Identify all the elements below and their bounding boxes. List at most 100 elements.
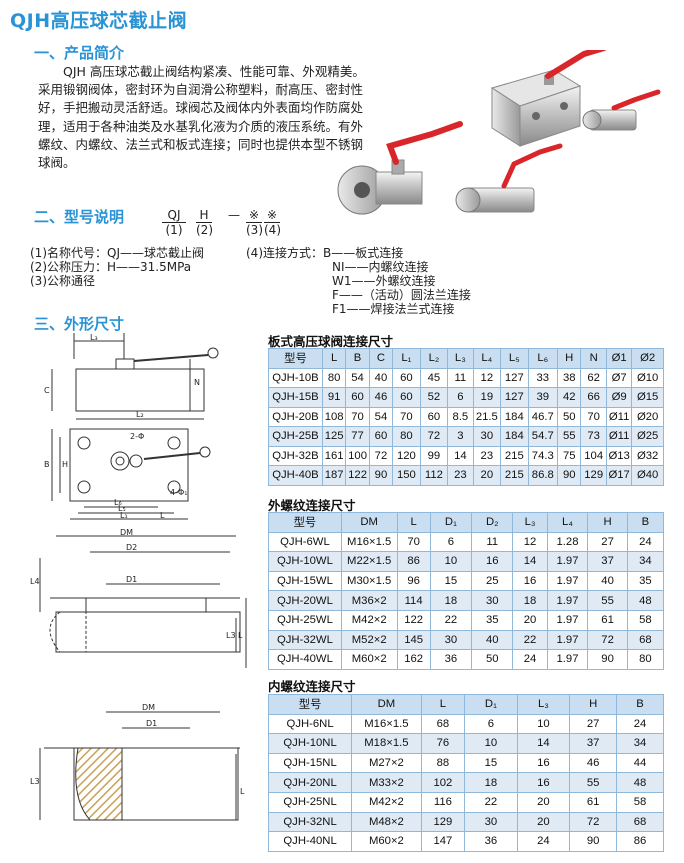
table-cell: 14	[512, 551, 548, 572]
table-cell: 129	[420, 811, 466, 833]
spec-item: F——（活动）圆法兰连接	[332, 288, 471, 302]
table-cell: 23	[472, 445, 502, 466]
section-heading-intro: 一、产品简介	[34, 44, 125, 62]
table-cell: M36×2	[340, 590, 398, 611]
table-cell: 39	[527, 387, 559, 408]
table-cell: 48	[626, 590, 665, 611]
table-cell: 125	[321, 426, 347, 447]
dim-label: N	[194, 378, 200, 387]
column-header: 型号	[268, 512, 342, 533]
table-cell: 37	[587, 551, 628, 572]
table-cell: 61	[569, 791, 618, 813]
table-cell: QJH-25NL	[267, 791, 353, 813]
table-cell: 150	[392, 465, 421, 486]
table-cell: 18	[512, 590, 548, 611]
spec-item: F1——焊接法兰式连接	[332, 302, 455, 316]
table-cell: Ø9	[605, 387, 633, 408]
table-cell: M16×1.5	[340, 531, 398, 553]
table-cell: 35	[626, 570, 665, 592]
table-cell: 86	[396, 551, 431, 572]
code-part-4: ※ (4)	[264, 208, 281, 237]
table-cell: 16	[471, 551, 514, 572]
table-cell: 38	[557, 367, 582, 388]
table-cell: 11	[471, 531, 514, 553]
table-cell: 12	[512, 531, 548, 553]
column-header: L₅	[500, 348, 529, 369]
table-cell: 34	[616, 733, 664, 754]
column-header: L₃	[516, 694, 571, 715]
table-cell: 15	[429, 570, 473, 592]
table-cell: 23	[447, 465, 474, 486]
dim-label: L₅	[118, 504, 126, 513]
table3-title: 内螺纹连接尺寸	[268, 679, 356, 694]
dim-label: D1	[126, 575, 137, 584]
table-cell: QJH-40NL	[267, 831, 353, 852]
table-cell: QJH-20B	[268, 406, 323, 427]
table-cell: 1.28	[546, 531, 589, 553]
column-header: D₁	[429, 512, 473, 533]
table-cell: 112	[419, 465, 449, 486]
dim-label: B	[44, 460, 50, 469]
table-cell: QJH-6WL	[268, 531, 342, 553]
column-header: H	[557, 348, 582, 369]
table-cell: 72	[419, 426, 449, 447]
table-cell: M60×2	[351, 831, 422, 852]
table-cell: Ø15	[631, 387, 664, 408]
table-cell: 48	[616, 772, 664, 793]
table-cell: 20	[512, 609, 548, 631]
table-cell: 74.3	[527, 445, 559, 466]
table-cell: 70	[580, 406, 607, 427]
table-cell: QJH-20NL	[267, 772, 353, 793]
table-cell: 40	[368, 367, 394, 388]
section-heading-model: 二、型号说明	[34, 208, 125, 226]
table-cell: 24	[512, 649, 548, 670]
internal-thread-drawing: DM D1 L3 L	[30, 703, 245, 821]
table-cell: 25	[471, 570, 514, 592]
table-cell: QJH-25WL	[268, 609, 342, 631]
table-cell: 68	[420, 713, 466, 735]
table-cell: 37	[569, 733, 618, 754]
product-photo	[337, 50, 661, 215]
spec-item: (4)连接方式：B——板式连接	[246, 246, 404, 260]
dim-label: L₃	[90, 333, 98, 342]
table-cell: 44	[616, 752, 664, 774]
table-cell: 10	[464, 733, 518, 754]
table-cell: 54.7	[527, 426, 559, 447]
table-cell: 1.97	[546, 649, 589, 670]
dim-label: L3	[30, 777, 40, 786]
table-cell: QJH-15B	[268, 387, 323, 408]
table-cell: 68	[626, 629, 665, 651]
dim-label: 2-Φ	[130, 432, 144, 441]
dim-label: L	[238, 631, 243, 640]
table-cell: 16	[512, 570, 548, 592]
column-header: Ø1	[605, 348, 633, 369]
spec-item: NI——内螺纹连接	[332, 260, 429, 274]
table-cell: 21.5	[472, 406, 502, 427]
table-cell: 11	[447, 367, 474, 388]
column-header: L₆	[527, 348, 559, 369]
table-cell: M27×2	[351, 752, 422, 774]
table-cell: QJH-25B	[268, 426, 323, 447]
table-cell: 55	[557, 426, 582, 447]
table-cell: M22×1.5	[340, 551, 398, 572]
table-cell: 42	[557, 387, 582, 408]
dim-label: L	[240, 787, 245, 796]
table-cell: Ø20	[631, 406, 664, 427]
table-cell: Ø11	[605, 406, 633, 427]
table-cell: 122	[345, 465, 370, 486]
table-cell: 16	[516, 752, 571, 774]
table-cell: Ø40	[631, 465, 664, 486]
table-cell: QJH-15NL	[267, 752, 353, 774]
table-cell: M42×2	[340, 609, 398, 631]
table-cell: QJH-40B	[268, 465, 323, 486]
table-cell: 116	[420, 791, 466, 813]
